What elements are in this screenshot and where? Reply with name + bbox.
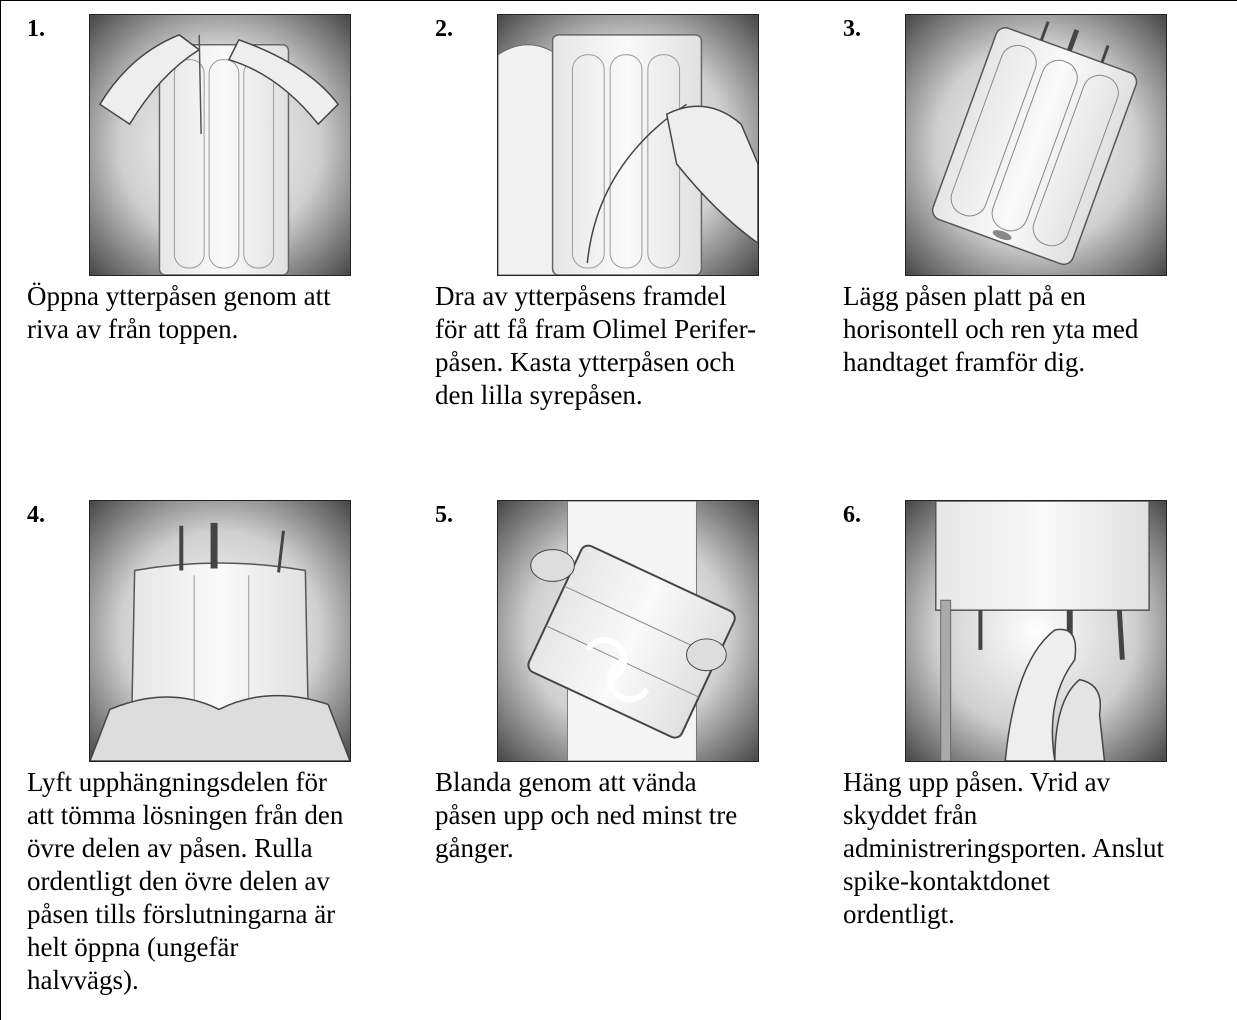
step-6-illustration bbox=[905, 500, 1167, 762]
pull-front-illustration bbox=[498, 15, 758, 275]
roll-bag-illustration bbox=[90, 501, 350, 761]
open-outer-bag-illustration bbox=[90, 15, 350, 275]
step-3-illustration bbox=[905, 14, 1167, 276]
step-number: 3. bbox=[843, 14, 861, 44]
step-number: 5. bbox=[435, 500, 453, 530]
hang-bag-illustration bbox=[906, 501, 1166, 761]
step-caption: Blanda genom att vända påsen upp och ned… bbox=[435, 766, 805, 865]
step-caption: Lyft upphängningsdelen för att tömma lös… bbox=[27, 766, 397, 997]
step-caption: Dra av ytterpåsens framdel för att få fr… bbox=[435, 280, 805, 412]
step-number: 1. bbox=[27, 14, 45, 44]
step-caption: Lägg påsen platt på en horisontell och r… bbox=[843, 280, 1213, 379]
step-caption: Häng upp påsen. Vrid av skyddet från adm… bbox=[843, 766, 1213, 931]
step-number: 4. bbox=[27, 500, 45, 530]
step-5-illustration bbox=[497, 500, 759, 762]
step-2-illustration bbox=[497, 14, 759, 276]
step-4-illustration bbox=[89, 500, 351, 762]
step-number: 6. bbox=[843, 500, 861, 530]
step-caption: Öppna ytterpåsen genom att riva av från … bbox=[27, 280, 397, 346]
step-1-illustration bbox=[89, 14, 351, 276]
mix-bag-illustration bbox=[498, 501, 758, 761]
step-number: 2. bbox=[435, 14, 453, 44]
bag-flat-illustration bbox=[906, 15, 1166, 275]
